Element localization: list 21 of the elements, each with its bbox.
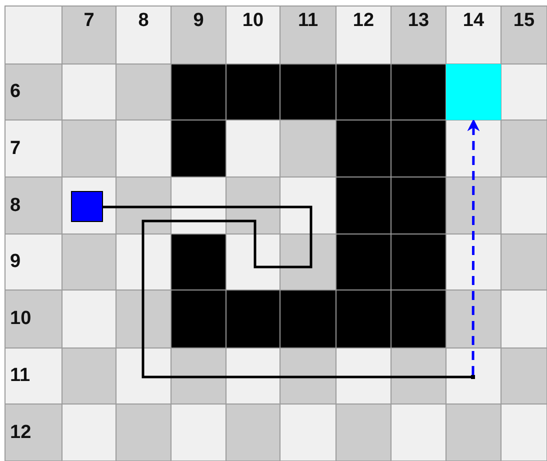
column-number: 12 — [352, 10, 374, 32]
waypoint-marker — [471, 375, 475, 379]
column-number: 8 — [138, 10, 149, 32]
row-number: 8 — [10, 194, 21, 216]
goal-cell — [446, 64, 501, 120]
start-square — [71, 191, 103, 222]
column-number: 14 — [462, 10, 484, 32]
row-number: 9 — [10, 251, 21, 273]
column-number: 11 — [298, 10, 318, 32]
column-number: 7 — [84, 10, 94, 32]
column-number: 15 — [513, 10, 535, 32]
row-number: 6 — [10, 81, 21, 103]
dashed-arrow — [467, 118, 480, 375]
path-line — [103, 206, 471, 378]
column-number: 10 — [242, 10, 264, 32]
row-number: 10 — [10, 308, 32, 330]
row-number: 12 — [10, 422, 32, 444]
row-number: 11 — [10, 365, 30, 387]
column-number: 9 — [193, 10, 204, 32]
column-number: 13 — [408, 10, 430, 32]
row-number: 7 — [10, 138, 21, 160]
